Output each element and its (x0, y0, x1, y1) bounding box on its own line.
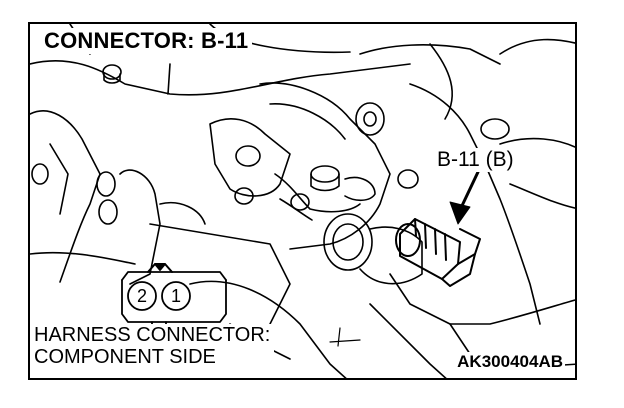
caption-line: HARNESS CONNECTOR: (34, 324, 271, 346)
pin-label: 2 (137, 286, 147, 306)
engine-illustration: 2 1 (30, 24, 575, 378)
caption-line: COMPONENT SIDE (34, 346, 216, 368)
figure-code: AK300404AB (455, 352, 565, 372)
harness-connector-symbol (121, 263, 361, 343)
pin-label: 1 (171, 286, 181, 306)
diagram-frame: 2 1 CONNECTOR: B-11 B-11 (B) HARNESS CON… (28, 22, 577, 380)
harness-caption: HARNESS CONNECTOR: COMPONENT SIDE (34, 324, 275, 368)
diagram-title: CONNECTOR: B-11 (40, 28, 253, 54)
connector-callout-label: B-11 (B) (435, 148, 516, 172)
